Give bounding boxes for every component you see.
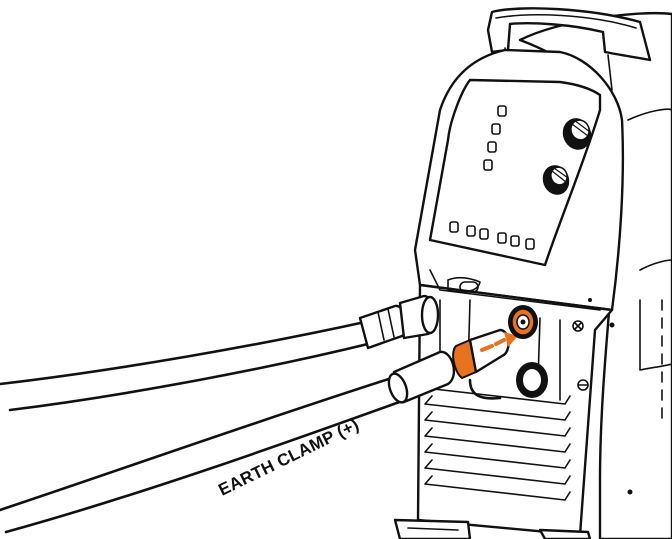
welding-machine [395,8,672,539]
upper-cable [0,296,438,410]
lower-output-socket [516,362,548,398]
earth-clamp-label: EARTH CLAMP (+) [215,415,362,500]
positive-output-socket [508,305,538,339]
